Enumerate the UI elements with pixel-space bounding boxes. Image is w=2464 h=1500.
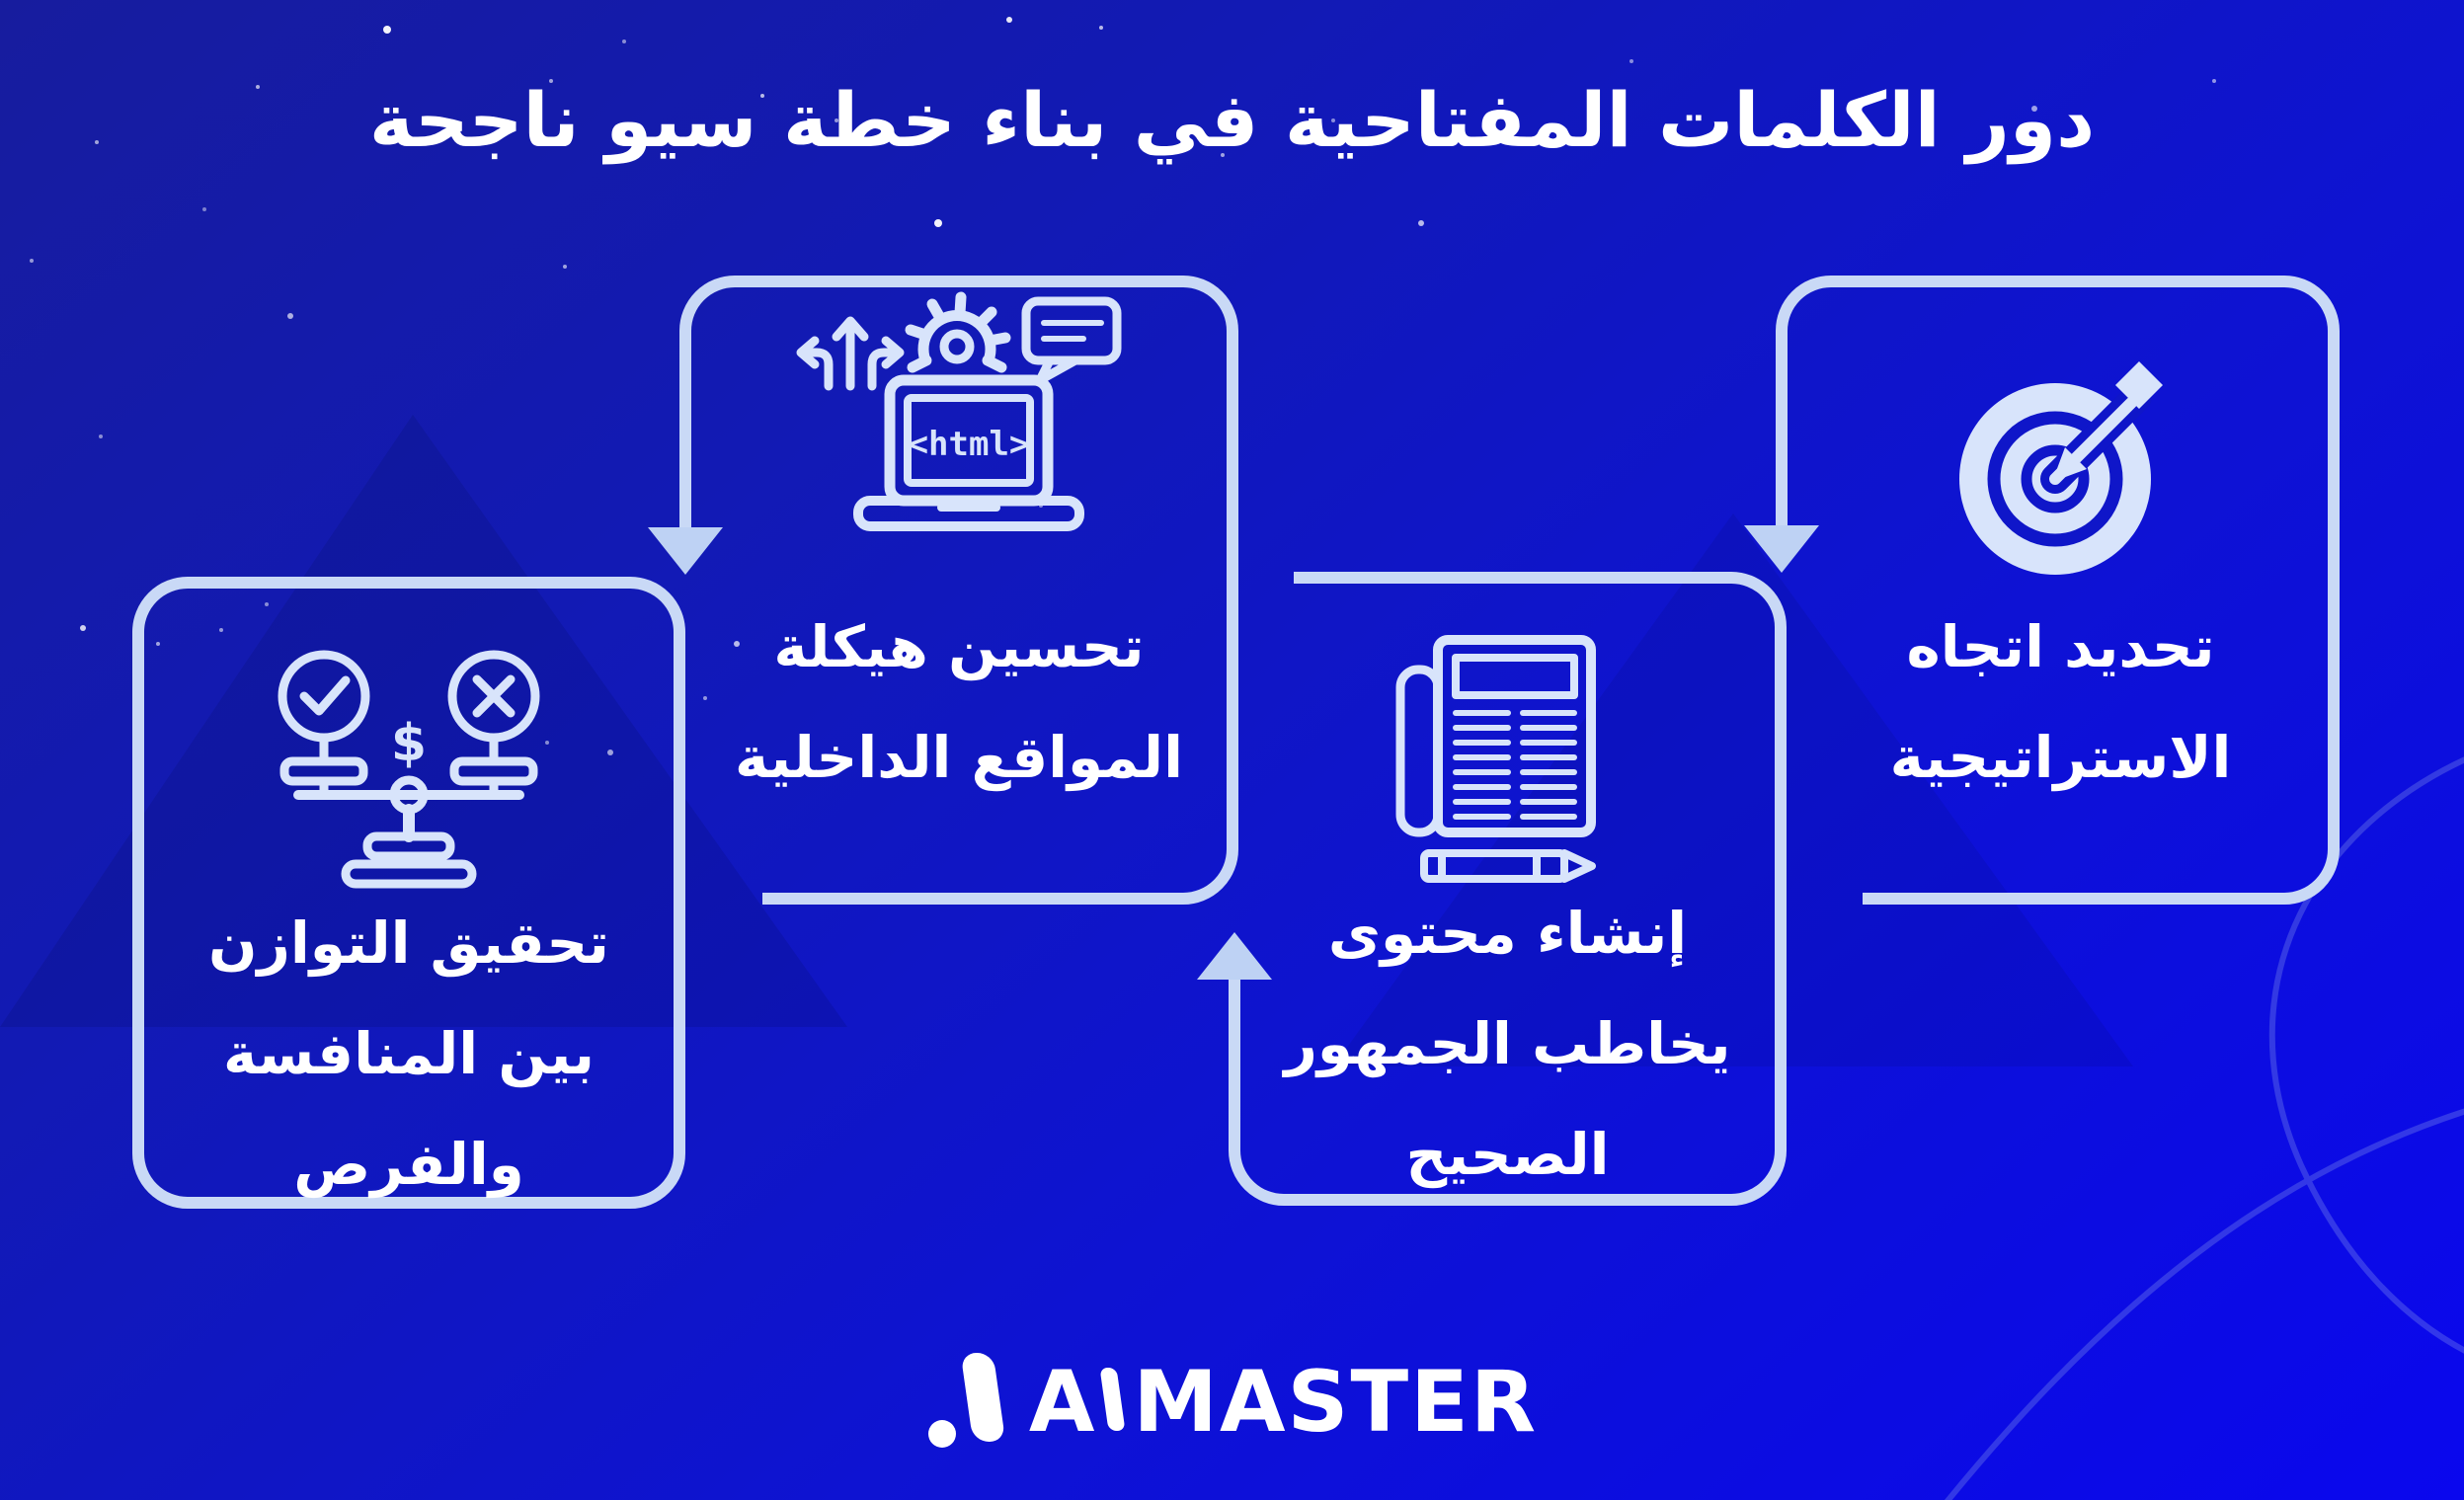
brand-logo-text-master: MASTER: [1133, 1353, 1539, 1452]
step-label: تحسين هيكلة المواقع الداخلية: [685, 592, 1232, 813]
step-card-content: إنشاء محتوى يخاطب الجمهور الصحيح: [1234, 578, 1781, 1200]
arrow-down-icon: [648, 527, 723, 575]
step-label-line: المواقع الداخلية: [735, 724, 1183, 791]
step-card-structure: <html> تحسين هيكلة المواقع الداخلية: [685, 281, 1232, 899]
laptop-html-gear-icon: <html>: [796, 291, 1122, 531]
card-outline-step4: [132, 577, 685, 1209]
card-outline-step1: [1776, 276, 2340, 905]
step-label-line: يخاطب الجمهور: [1284, 1010, 1731, 1077]
swirl-decoration: [1944, 756, 2464, 1500]
balance-scale-icon: $: [278, 650, 540, 889]
step-label-line: بين المنافسة: [222, 1020, 595, 1087]
step-label-line: تحقيق التوازن: [208, 909, 609, 977]
brand-logo-letter-i-bar: [1099, 1368, 1126, 1431]
step-label-line: الاستراتيجية: [1889, 724, 2232, 791]
currency-symbol-text: $: [391, 714, 427, 773]
step-label: تحديد اتجاه الاستراتيجية: [1788, 592, 2334, 813]
step-label-line: تحسين هيكلة: [773, 613, 1145, 680]
step-card-strategy: تحديد اتجاه الاستراتيجية: [1788, 281, 2334, 899]
step-label: تحقيق التوازن بين المنافسة والفرص: [138, 888, 679, 1220]
step-label-line: والفرص: [293, 1131, 524, 1198]
target-dart-icon: [1959, 361, 2163, 575]
step-label: إنشاء محتوى يخاطب الجمهور الصحيح: [1234, 878, 1781, 1210]
arrow-down-icon: [1744, 525, 1819, 573]
brand-logo-text-a: A: [1028, 1353, 1097, 1452]
step-label-line: إنشاء محتوى: [1327, 900, 1688, 967]
step-label-line: تحديد اتجاه: [1906, 613, 2215, 680]
brand-logo-wordmark: A MASTER: [1029, 1355, 1538, 1450]
arrow-up-icon: [1197, 932, 1272, 980]
laptop-screen-code-text: <html>: [909, 425, 1030, 464]
card-outline-step2: [1229, 572, 1787, 1206]
newspaper-pencil-icon: [1395, 635, 1596, 883]
brand-logo: A MASTER: [0, 1331, 2464, 1450]
step-label-line: الصحيح: [1405, 1121, 1610, 1188]
card-outline-step3: [679, 276, 1238, 905]
page-title: دور الكلمات المفتاحية في بناء خطة سيو نا…: [368, 76, 2096, 164]
brand-logo-mark: [927, 1353, 1003, 1448]
step-card-balance: $ تحقيق التوازن بين المنافسة والفرص: [138, 583, 679, 1203]
